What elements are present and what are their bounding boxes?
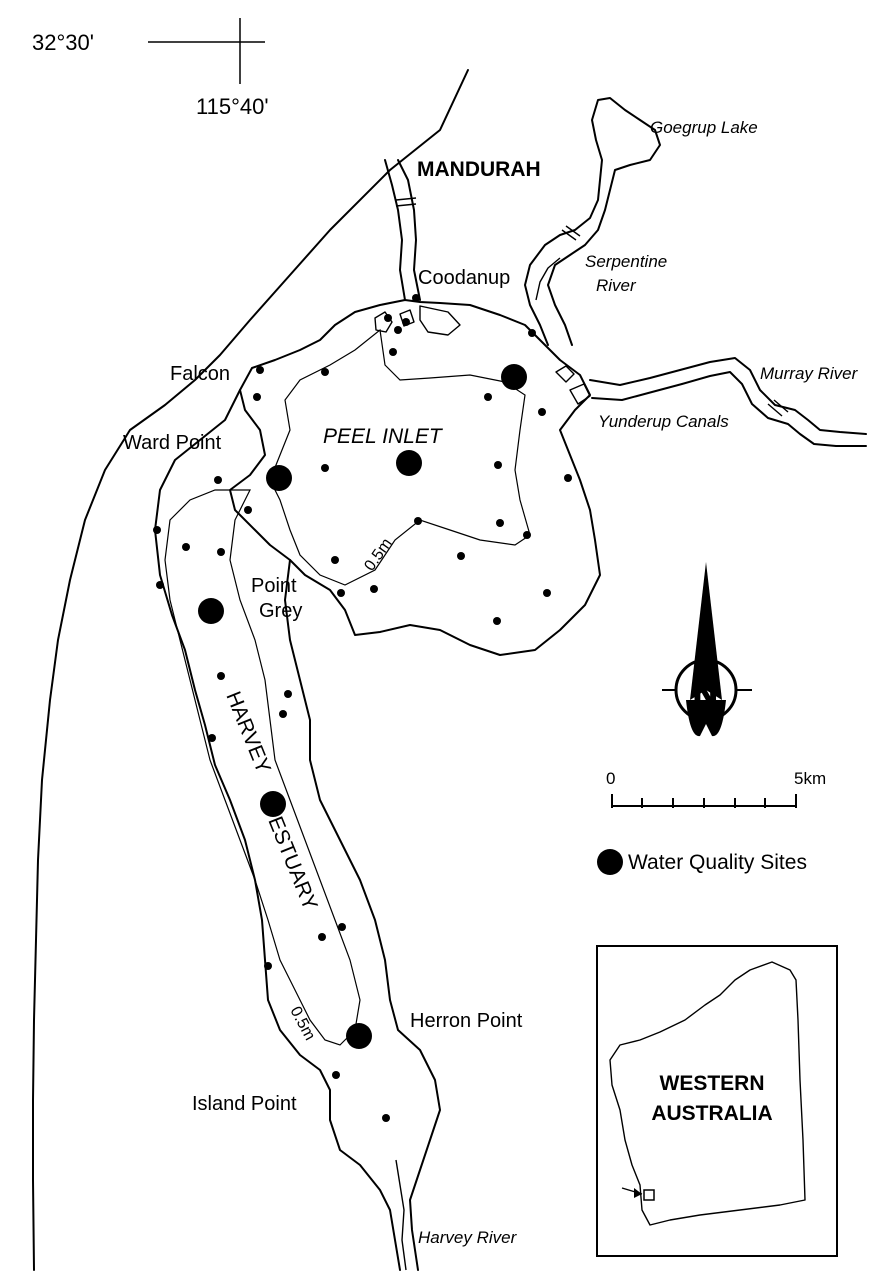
scale-start-label: 0 bbox=[606, 769, 615, 788]
label-point-grey-2: Grey bbox=[259, 600, 302, 622]
serpentine-river-inner bbox=[535, 257, 561, 301]
serpentine-river bbox=[524, 97, 661, 346]
inset-label-line1: WESTERN bbox=[660, 1072, 765, 1095]
legend: Water Quality Sites bbox=[597, 849, 807, 875]
legend-site-symbol bbox=[597, 849, 623, 875]
western-australia-outline bbox=[609, 961, 806, 1226]
label-falcon: Falcon bbox=[170, 363, 230, 385]
label-serpentine: Serpentine bbox=[585, 252, 667, 271]
mandurah-channel-east bbox=[397, 159, 421, 301]
label-yunderup-canals: Yunderup Canals bbox=[598, 412, 729, 431]
label-island-point: Island Point bbox=[192, 1093, 297, 1115]
inset-location-box bbox=[643, 1189, 655, 1201]
label-herron-point: Herron Point bbox=[410, 1010, 523, 1032]
harvey-river bbox=[395, 1159, 407, 1271]
label-peel-inlet: PEEL INLET bbox=[323, 425, 444, 448]
label-mandurah: MANDURAH bbox=[417, 158, 541, 181]
north-arrow-label: N bbox=[693, 675, 718, 713]
coodanup-islands bbox=[374, 305, 591, 405]
peel-contour bbox=[269, 328, 531, 586]
label-murray-river: Murray River bbox=[760, 364, 859, 383]
harvey-estuary-east-shoreline bbox=[284, 559, 441, 1271]
label-point-grey-1: Point bbox=[251, 575, 297, 597]
north-arrow: N bbox=[662, 562, 752, 737]
murray-river bbox=[589, 357, 867, 435]
ocean-coastline bbox=[32, 69, 469, 1271]
label-serpentine-river: River bbox=[596, 276, 637, 295]
label-harvey-river: Harvey River bbox=[418, 1228, 518, 1247]
label-goegrup-lake: Goegrup Lake bbox=[650, 118, 758, 137]
label-ward-point: Ward Point bbox=[123, 432, 222, 454]
scale-end-label: 5km bbox=[794, 769, 826, 788]
legend-label: Water Quality Sites bbox=[628, 851, 807, 874]
peel-contour-label: 0.5m bbox=[361, 535, 395, 574]
inset-label-line2: AUSTRALIA bbox=[651, 1102, 772, 1125]
water-quality-sites bbox=[198, 364, 527, 1049]
scale-bar: 0 5km bbox=[606, 769, 826, 808]
longitude-label: 115°40' bbox=[196, 94, 269, 119]
label-harvey: HARVEY bbox=[221, 688, 275, 776]
label-coodanup: Coodanup bbox=[418, 267, 510, 289]
inset-map: WESTERN AUSTRALIA bbox=[596, 945, 838, 1257]
mandurah-channel bbox=[384, 159, 406, 301]
peel-inlet-shoreline bbox=[229, 299, 601, 656]
murray-river-south bbox=[591, 371, 867, 447]
graticule: 32°30' 115°40' bbox=[32, 18, 269, 119]
monitoring-points bbox=[153, 294, 572, 1122]
latitude-label: 32°30' bbox=[32, 30, 94, 55]
harvey-contour bbox=[164, 489, 361, 1046]
label-estuary: ESTUARY bbox=[263, 813, 321, 913]
